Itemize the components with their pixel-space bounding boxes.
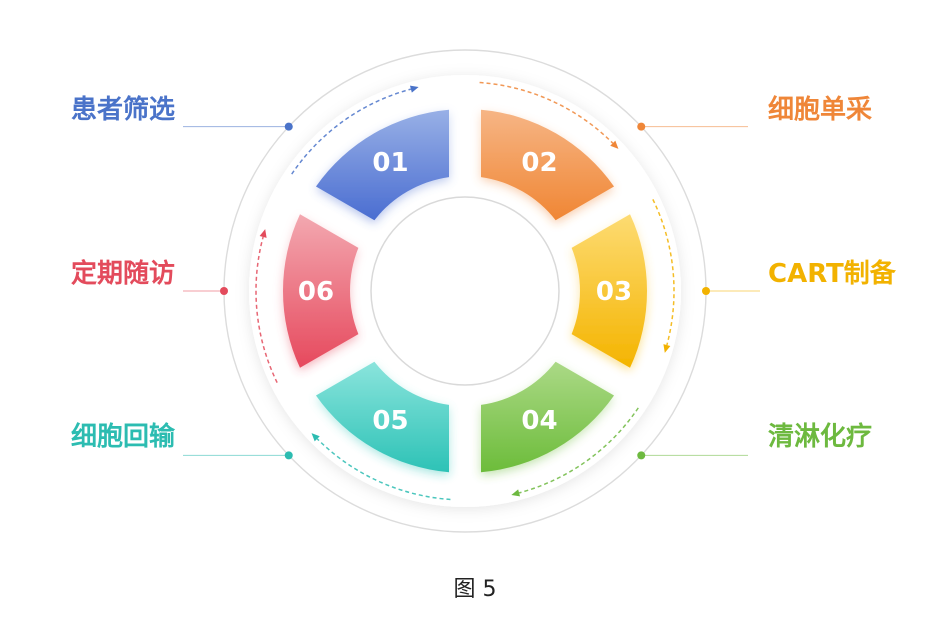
step-label-cell-infusion: 细胞回输 [71, 422, 176, 452]
segment-01-number: 01 [372, 148, 408, 178]
segment-02-number: 02 [521, 148, 557, 178]
step-label-cart-preparation: CART制备 [768, 259, 896, 289]
step-02 [481, 109, 615, 221]
step-04 [481, 361, 615, 473]
segment-04-number: 04 [521, 406, 557, 436]
flow-arc-04 [518, 407, 639, 494]
segment-01 [315, 109, 449, 221]
figure-caption: 图 5 [453, 577, 497, 602]
label-connectors [183, 122, 760, 460]
step-05 [315, 361, 449, 473]
flow-arrowhead-04 [511, 489, 521, 497]
step-06 [282, 214, 359, 368]
segment-06-number: 06 [298, 277, 334, 307]
connector-dot-02 [637, 122, 646, 131]
segment-04 [481, 361, 615, 473]
flow-arc-06 [255, 236, 278, 383]
step-label-follow-up: 定期随访 [71, 259, 176, 289]
flow-arrowhead-02 [610, 140, 619, 149]
step-label-lymphodepletion: 清淋化疗 [768, 422, 873, 452]
flow-arc-05 [316, 438, 451, 501]
step-label-cell-collection: 细胞单采 [768, 95, 873, 125]
connector-dot-05 [284, 451, 293, 460]
segment-06 [282, 214, 359, 368]
step-label-patient-screening: 患者筛选 [71, 95, 176, 125]
step-03 [571, 214, 648, 368]
segment-02 [481, 109, 615, 221]
flow-arc-02 [479, 81, 614, 144]
flow-arrowhead-03 [663, 344, 671, 353]
inner-circle [370, 196, 560, 386]
flow-arc-01 [291, 88, 412, 175]
flow-arrowhead-01 [409, 85, 419, 93]
step-01 [315, 109, 449, 221]
flow-arrowhead-05 [311, 433, 320, 442]
connector-dot-03 [702, 287, 710, 295]
segment-03-number: 03 [596, 277, 632, 307]
segment-05-number: 05 [372, 406, 408, 436]
flow-arc-03 [652, 199, 675, 346]
connector-dot-01 [284, 122, 293, 131]
flow-arrowhead-06 [259, 229, 267, 238]
connector-dot-04 [637, 451, 646, 460]
segment-05 [315, 361, 449, 473]
flow-arrows [255, 81, 675, 501]
segment-03 [571, 214, 648, 368]
connector-dot-06 [220, 287, 228, 295]
